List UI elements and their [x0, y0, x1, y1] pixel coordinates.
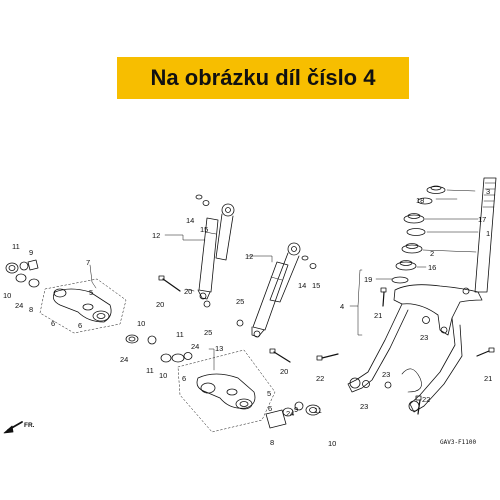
callout-label: 22	[316, 374, 324, 383]
callout-label: 23	[360, 402, 368, 411]
callout-label: 8	[29, 305, 33, 314]
callout-label: 20	[156, 300, 164, 309]
callout-label: 21	[374, 311, 382, 320]
callout-label: 12	[152, 231, 160, 240]
callout-label: 6	[268, 404, 272, 413]
banner-text: Na obrázku díl číslo 4	[150, 65, 376, 90]
callout-label: 5	[89, 288, 93, 297]
callout-label: 20	[280, 367, 288, 376]
callout-label: 14	[298, 281, 306, 290]
shock-absorber-left	[185, 194, 235, 300]
callout-labels: 3 18 17 1 2 19 16 4 21 23 21 22 23 23 22…	[3, 187, 492, 448]
callout-label: 3	[486, 187, 490, 196]
callout-label: 19	[364, 275, 372, 284]
middle-washer-set	[125, 334, 193, 363]
callout-label: 25	[204, 328, 212, 337]
callout-label: 1	[486, 229, 490, 238]
callout-label: 8	[270, 438, 274, 447]
upper-linkage-arm	[39, 278, 127, 334]
callout-label: 25	[236, 297, 244, 306]
callout-label: 22	[422, 395, 430, 404]
callout-label: 7	[86, 258, 90, 267]
steering-bearing-stack	[391, 185, 446, 284]
callout-label: 4	[340, 302, 344, 311]
callout-label: 24	[15, 301, 23, 310]
callout-label: 6	[78, 321, 82, 330]
bolts-and-nuts	[158, 275, 495, 415]
callout-label: 14	[186, 216, 194, 225]
front-direction-arrow	[3, 421, 23, 434]
callout-label: 10	[3, 291, 11, 300]
callout-label: 2	[430, 249, 434, 258]
callout-label: 11	[146, 366, 154, 375]
front-fork-assembly	[347, 177, 497, 413]
shock-absorber-right	[251, 242, 317, 338]
callout-label: 6	[182, 374, 186, 383]
callout-label: 15	[312, 281, 320, 290]
part-number-banner: Na obrázku díl číslo 4	[117, 57, 409, 99]
callout-label: 12	[245, 252, 253, 261]
callout-label: 21	[484, 374, 492, 383]
leader-lines	[89, 189, 479, 371]
callout-label: 10	[328, 439, 336, 448]
callout-label: 5	[267, 389, 271, 398]
callout-label: 9	[294, 405, 298, 414]
callout-label: 9	[29, 248, 33, 257]
callout-label: 16	[428, 263, 436, 272]
callout-label: 10	[137, 319, 145, 328]
callout-label: 17	[478, 215, 486, 224]
callout-label: 11	[314, 406, 322, 415]
callout-label: 20	[184, 287, 192, 296]
callout-label: 24	[120, 355, 128, 364]
callout-label: 11	[176, 330, 184, 339]
drawing-code: GAV3-F1100	[440, 439, 477, 446]
callout-label: 13	[215, 344, 223, 353]
callout-label: 23	[382, 370, 390, 379]
callout-label: 24	[286, 409, 294, 418]
front-direction-label: FR.	[24, 422, 35, 429]
callout-label: 11	[12, 242, 20, 251]
callout-label: 23	[420, 333, 428, 342]
lower-linkage-arm	[177, 349, 276, 433]
callout-label: 6	[51, 319, 55, 328]
upper-left-bushing-set	[5, 259, 40, 288]
callout-label: 24	[191, 342, 199, 351]
lower-right-bushing-set	[265, 401, 321, 429]
callout-label: 18	[416, 196, 424, 205]
callout-label: 10	[159, 371, 167, 380]
callout-label: 15	[200, 225, 208, 234]
